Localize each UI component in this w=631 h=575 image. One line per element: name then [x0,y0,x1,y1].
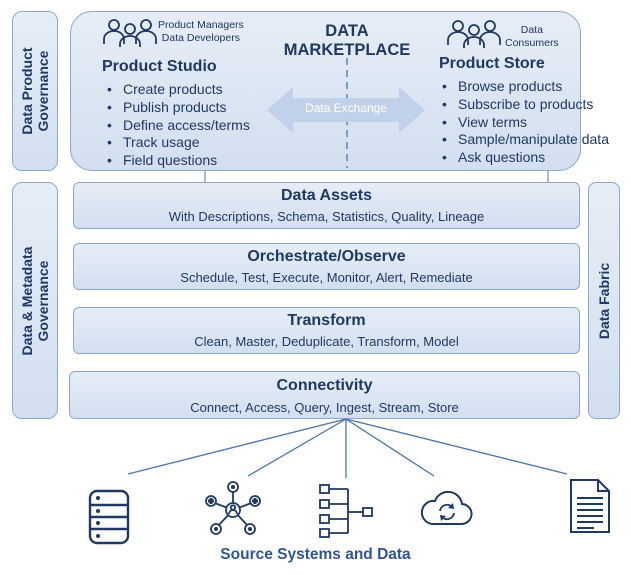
product-store-list: Browse products Subscribe to products Vi… [442,78,609,167]
data-metadata-governance-panel: Data & Metadata Governance [12,182,58,419]
marketplace-title-line2: MARKETPLACE [283,41,411,59]
layer-title: Data Assets [280,187,372,204]
list-item: View terms [442,114,609,132]
data-exchange-label: Data Exchange [304,101,388,115]
layer-title: Transform [287,312,366,329]
list-item: Define access/terms [107,117,250,135]
list-item: Field questions [107,152,250,170]
list-item: Create products [107,81,250,99]
data-marketplace-panel: Product Managers Data Developers Product… [70,11,609,171]
layer-subtitle: Schedule, Test, Execute, Monitor, Alert,… [180,270,473,285]
data-fabric-panel: Data Fabric [588,182,620,419]
layer-title: Orchestrate/Observe [247,248,406,265]
layer-subtitle: Connect, Access, Query, Ingest, Stream, … [190,400,459,415]
product-studio-title: Product Studio [102,58,217,75]
store-role-2: Consumers [505,37,559,49]
product-store-title: Product Store [439,55,545,72]
list-item: Subscribe to products [442,96,609,114]
database-icon [88,489,130,545]
network-hub-icon [205,481,261,535]
store-role-1: Data [520,24,543,36]
studio-role-2: Data Developers [161,32,240,44]
list-item: Publish products [107,99,250,117]
list-item: Browse products [442,78,609,96]
layer-title: Connectivity [276,377,373,394]
layer-orchestrate: Orchestrate/Observe Schedule, Test, Exec… [73,243,580,290]
people-icon-store [447,20,501,48]
document-icon [570,479,610,533]
data-marketplace-title: DATA MARKETPLACE [276,22,418,60]
people-icon-studio [103,19,157,47]
studio-roles: Product Managers Data Developers [158,19,244,45]
hierarchy-icon [319,484,373,538]
product-studio-list: Create products Publish products Define … [107,81,250,170]
cloud-sync-icon [420,490,473,526]
marketplace-title-line1: DATA [325,22,369,40]
layer-data-assets: Data Assets With Descriptions, Schema, S… [73,182,580,229]
layer-transform: Transform Clean, Master, Deduplicate, Tr… [73,307,580,354]
data-product-governance-panel: Data Product Governance [12,11,58,171]
source-systems-title: Source Systems and Data [220,546,411,563]
layer-subtitle: With Descriptions, Schema, Statistics, Q… [168,209,485,224]
store-roles: Data Consumers [505,24,559,50]
list-item: Ask questions [442,149,609,167]
studio-role-1: Product Managers [158,19,244,31]
layer-subtitle: Clean, Master, Deduplicate, Transform, M… [194,334,459,349]
list-item: Sample/manipulate data [442,131,609,149]
data-exchange-arrow [267,87,425,133]
list-item: Track usage [107,134,250,152]
layer-connectivity: Connectivity Connect, Access, Query, Ing… [69,371,580,419]
